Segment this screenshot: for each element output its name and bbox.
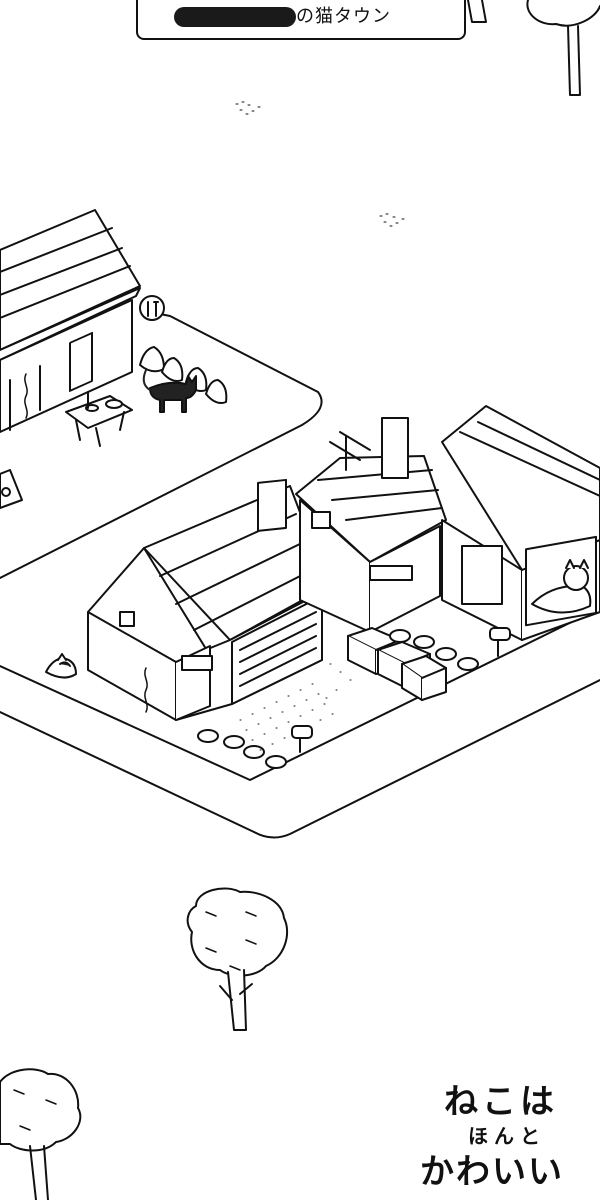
fork-spoon-icon[interactable]	[139, 295, 165, 321]
lower-block-edge	[0, 679, 600, 839]
logo-line-1: ねこは	[444, 1082, 558, 1122]
upper-block-edge	[0, 311, 323, 579]
tree-icon[interactable]	[526, 0, 600, 96]
grass-speckle	[235, 101, 405, 227]
cat-icon[interactable]	[531, 559, 592, 614]
tree-icon[interactable]	[186, 887, 289, 1031]
redacted-player-name	[174, 7, 296, 27]
upper-left-house[interactable]	[0, 209, 141, 433]
lower-block-inner	[0, 607, 600, 781]
sign-board	[0, 469, 23, 509]
hedge-row	[347, 627, 447, 701]
stepping-stones	[197, 629, 479, 769]
logo-line-2: ほんと	[468, 1124, 546, 1148]
bush-row	[139, 346, 228, 404]
picnic-table[interactable]	[65, 391, 133, 447]
middle-house[interactable]	[295, 417, 447, 633]
mailbox-icon[interactable]	[489, 627, 511, 657]
tree-icon[interactable]	[0, 1068, 82, 1200]
cat-icon[interactable]	[45, 653, 77, 679]
town-title: の猫タウン	[296, 6, 391, 27]
town-title-banner: の猫タウン	[136, 0, 466, 40]
post	[467, 0, 487, 23]
cat-icon[interactable]	[142, 369, 197, 413]
logo-line-3: かわいい	[420, 1152, 564, 1192]
game-logo: ねこは ほんと かわいい	[420, 1074, 570, 1192]
mailbox-icon[interactable]	[291, 725, 313, 753]
